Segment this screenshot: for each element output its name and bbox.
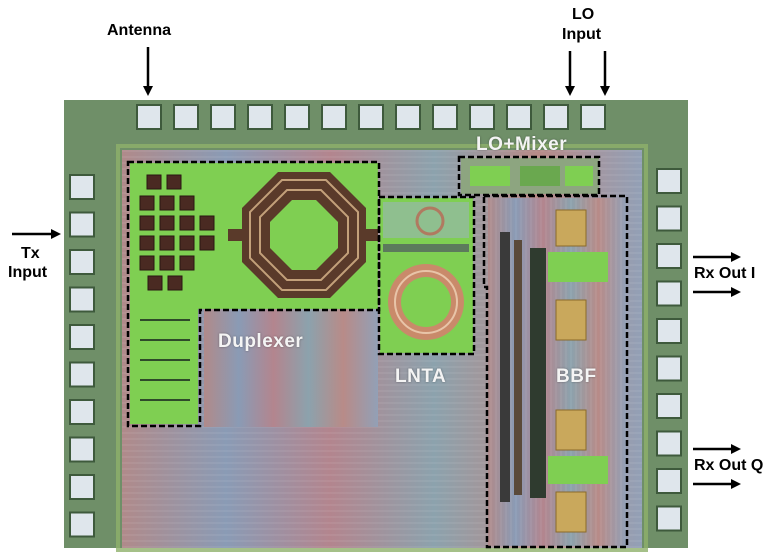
lo-input-label-line2: Input [562, 26, 602, 43]
rx-out-i-label: Rx Out I [694, 265, 756, 282]
lnta-label: LNTA [395, 366, 447, 387]
bond-pad [71, 288, 93, 311]
duplexer-transistor-array [139, 174, 215, 291]
duplexer-outline [126, 160, 381, 428]
lo-mixer-label: LO+Mixer [476, 134, 568, 155]
bond-pad [175, 106, 197, 128]
bond-pad [71, 513, 93, 536]
lnta-outline [377, 195, 476, 356]
bond-pad [582, 106, 604, 128]
bond-pad [658, 395, 680, 417]
bond-pad [71, 176, 93, 198]
duplexer-circuitry [130, 163, 378, 427]
bond-pad [508, 106, 530, 128]
tx-input-label-line2: Input [8, 264, 48, 281]
bond-pad [658, 357, 680, 380]
bond-pad [71, 251, 93, 273]
antenna-label: Antenna [107, 22, 171, 39]
tx-input-label-line1: Tx [21, 245, 40, 262]
duplexer-inductor-center [270, 200, 338, 270]
bbf-label: BBF [556, 366, 597, 387]
bond-pad [360, 106, 382, 128]
bbf-circuitry [488, 198, 626, 546]
bond-pad [71, 363, 93, 386]
bbf-outline [482, 194, 629, 549]
rx-out-q-label: Rx Out Q [694, 457, 764, 474]
bond-pad [286, 106, 308, 128]
bond-pad [212, 106, 234, 128]
bond-pad [397, 106, 419, 128]
bond-pad [71, 476, 93, 498]
bond-pad [658, 507, 680, 530]
lnta-circuitry [380, 198, 473, 353]
bond-pad [249, 106, 271, 128]
bond-pad [658, 470, 680, 492]
bond-pad [658, 320, 680, 342]
bond-pad [434, 106, 456, 128]
duplexer-label: Duplexer [218, 331, 304, 352]
bond-pad [658, 207, 680, 230]
bond-pad [658, 282, 680, 305]
bond-pad [138, 106, 160, 128]
bond-pad [545, 106, 567, 128]
bond-pads [69, 104, 682, 538]
bond-pad [658, 432, 680, 455]
bond-pad [71, 326, 93, 348]
signal-arrows [12, 47, 741, 489]
bond-pad [471, 106, 493, 128]
block-outlines [126, 155, 629, 549]
bond-pad [71, 438, 93, 461]
lo-input-label-line1: LO [572, 6, 595, 23]
bond-pad [658, 170, 680, 192]
bond-pad [323, 106, 345, 128]
seal-ring [116, 144, 648, 552]
bond-pad [71, 401, 93, 423]
bond-pad [71, 213, 93, 236]
bond-pad [658, 245, 680, 267]
lo-mixer-circuitry [461, 158, 599, 194]
